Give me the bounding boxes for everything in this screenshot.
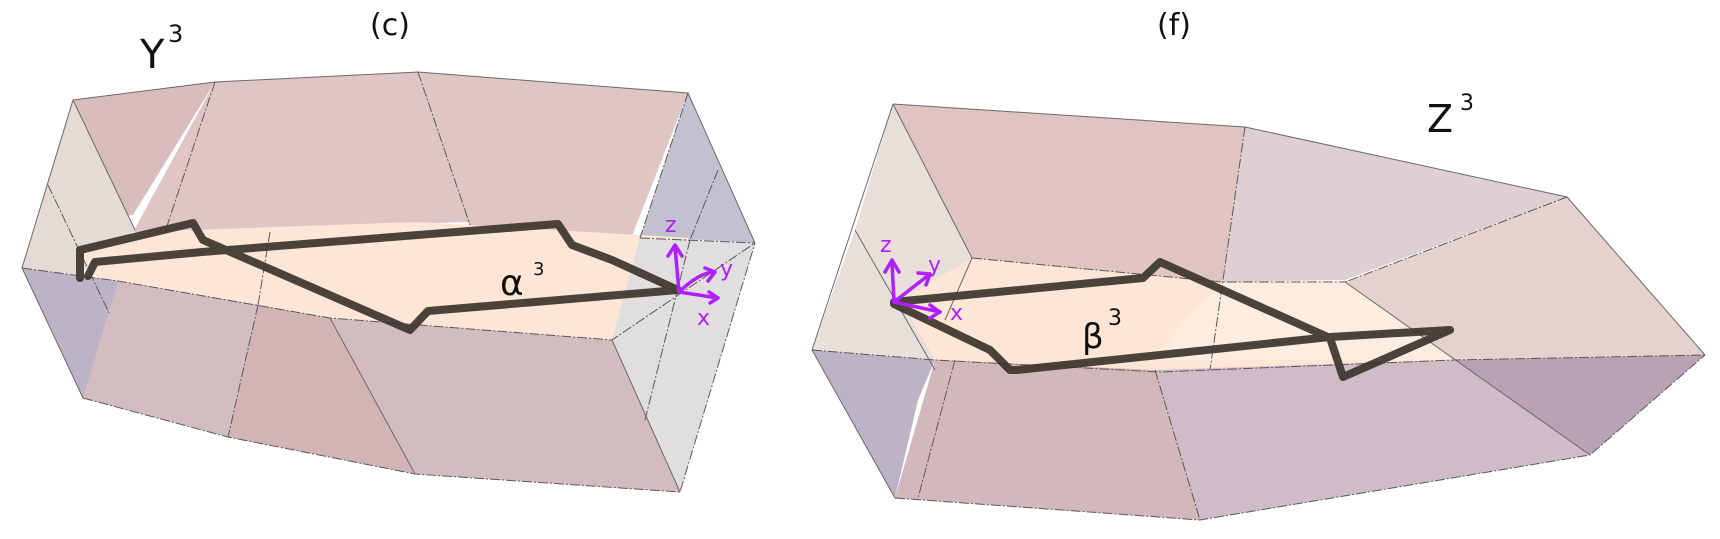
- axis-label-x-c: x: [697, 306, 710, 331]
- axis-label-x-f: x: [950, 301, 963, 326]
- curve-label-beta: β: [1082, 317, 1104, 357]
- face-top-mid-f: [1222, 127, 1567, 282]
- face-bottom-a-f: [895, 360, 1200, 520]
- solid-label-y-sup: 3: [168, 20, 183, 48]
- panel-f: z y x (f) Z 3 β 3: [811, 8, 1706, 521]
- curve-beta-f: [890, 258, 1454, 381]
- curve-label-beta-sup: 3: [1108, 306, 1122, 331]
- face-left-cap-c: [22, 100, 135, 275]
- face-bottom-left-c: [22, 268, 118, 398]
- face-bottom-b-f: [1155, 360, 1590, 520]
- solid-label-z: Z: [1427, 97, 1453, 141]
- panel-label-f: (f): [1157, 8, 1191, 43]
- curve-label-alpha-sup: 3: [533, 259, 544, 280]
- panel-label-c: (c): [370, 8, 410, 43]
- axis-label-z-c: z: [665, 213, 677, 238]
- face-top-right-c: [418, 72, 688, 236]
- face-bottom-c-c: [330, 318, 680, 492]
- face-right-cap-c: [640, 93, 755, 243]
- panel-c: z y x (c) Y 3 α 3: [21, 8, 756, 493]
- face-bottom-b-c: [228, 305, 415, 474]
- face-bottom-right-f: [1455, 355, 1705, 455]
- face-right-end-c: [612, 238, 755, 492]
- axis-label-z-f: z: [880, 233, 892, 258]
- face-top-left-f: [893, 104, 1245, 282]
- axes-icon-f: z y x: [880, 233, 963, 326]
- face-top-mid-c: [133, 72, 470, 232]
- face-bottom-left-f: [812, 350, 935, 498]
- axes-icon-c: z y x: [665, 213, 733, 331]
- solid-label-z-sup: 3: [1460, 91, 1474, 116]
- face-bottom-a-c: [83, 281, 258, 437]
- axis-label-y-f: y: [928, 253, 941, 278]
- axis-label-y-c: y: [720, 257, 733, 282]
- face-top-right-f: [1345, 197, 1705, 360]
- face-floor-right-f: [1150, 282, 1455, 360]
- solid-label-y: Y: [139, 32, 165, 78]
- curve-label-alpha: α: [500, 263, 524, 304]
